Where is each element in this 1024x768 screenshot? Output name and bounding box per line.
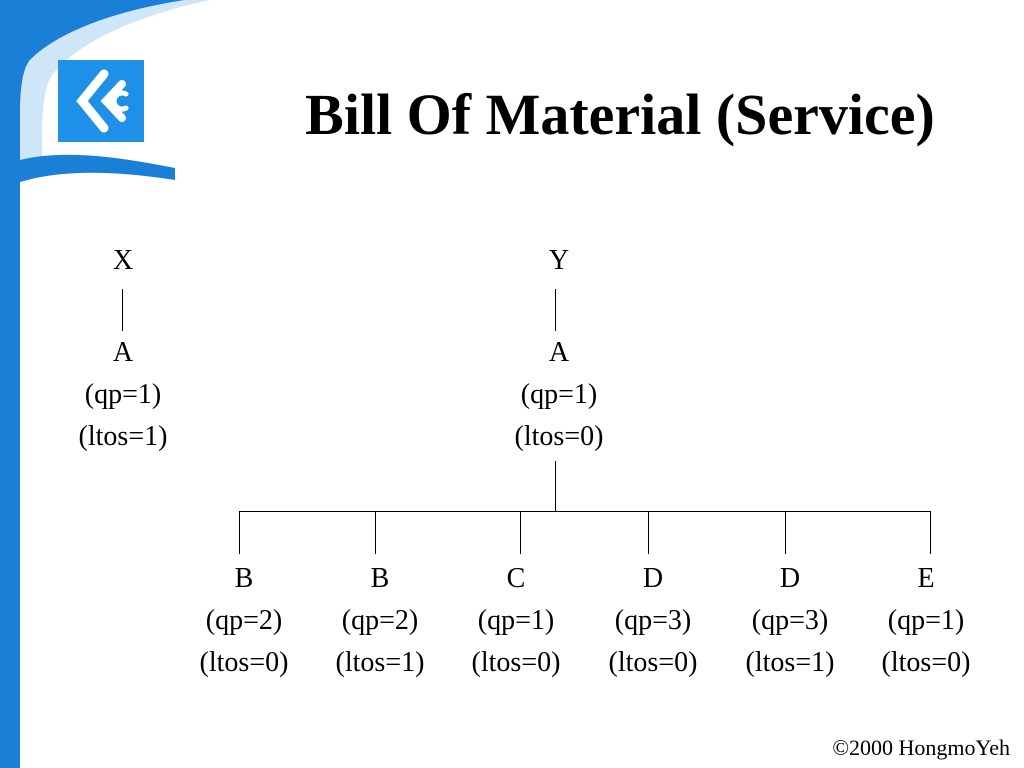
node-ltos: (ltos=1) bbox=[745, 647, 835, 678]
tree-y-root: Y bbox=[479, 240, 639, 282]
copyright-notice: ©2000 HongmoYeh bbox=[832, 735, 1010, 760]
component-node: B (qp=2) (ltos=1) bbox=[300, 558, 460, 684]
node-ltos: (ltos=0) bbox=[199, 647, 289, 678]
node-ltos: (ltos=0) bbox=[514, 421, 604, 452]
branch-drop bbox=[648, 511, 649, 554]
tree-x-root: X bbox=[43, 240, 203, 282]
component-node: C (qp=1) (ltos=0) bbox=[436, 558, 596, 684]
node-qp: (qp=1) bbox=[84, 379, 162, 410]
node-qp: (qp=2) bbox=[205, 605, 283, 636]
node-qp: (qp=1) bbox=[477, 605, 555, 636]
node-qp: (qp=3) bbox=[751, 605, 829, 636]
node-qp: (qp=3) bbox=[614, 605, 692, 636]
node-qp: (qp=1) bbox=[887, 605, 965, 636]
node-ltos: (ltos=0) bbox=[471, 647, 561, 678]
node-name: C bbox=[506, 563, 526, 594]
branch-drop bbox=[930, 511, 931, 554]
component-node: B (qp=2) (ltos=0) bbox=[164, 558, 324, 684]
slide-title: Bill Of Material (Service) bbox=[305, 82, 935, 147]
node-name: D bbox=[642, 563, 664, 594]
node-ltos: (ltos=1) bbox=[335, 647, 425, 678]
node-ltos: (ltos=0) bbox=[608, 647, 698, 678]
node-name: Y bbox=[548, 245, 570, 276]
component-node: E (qp=1) (ltos=0) bbox=[846, 558, 1006, 684]
tree-x-child: A (qp=1) (ltos=1) bbox=[43, 332, 203, 458]
node-name: B bbox=[234, 563, 254, 594]
node-name: D bbox=[779, 563, 801, 594]
branch-drop bbox=[520, 511, 521, 554]
node-name: A bbox=[548, 337, 570, 368]
node-name: A bbox=[112, 337, 134, 368]
branch-drop bbox=[375, 511, 376, 554]
component-node: D (qp=3) (ltos=0) bbox=[573, 558, 733, 684]
tree-y-link bbox=[555, 289, 556, 331]
tree-y-child: A (qp=1) (ltos=0) bbox=[479, 332, 639, 458]
node-qp: (qp=1) bbox=[520, 379, 598, 410]
branch-drop bbox=[239, 511, 240, 554]
double-chevron-logo-icon bbox=[76, 69, 129, 133]
tree-x-link bbox=[122, 289, 123, 331]
branch-drop bbox=[785, 511, 786, 554]
node-ltos: (ltos=0) bbox=[881, 647, 971, 678]
node-qp: (qp=2) bbox=[341, 605, 419, 636]
sidebar-swoosh bbox=[20, 154, 175, 182]
node-name: E bbox=[917, 563, 935, 594]
component-node: D (qp=3) (ltos=1) bbox=[710, 558, 870, 684]
node-name: B bbox=[370, 563, 390, 594]
sidebar-highlight bbox=[20, 0, 210, 170]
node-ltos: (ltos=1) bbox=[78, 421, 168, 452]
sidebar-band bbox=[0, 0, 185, 768]
branch-bar bbox=[239, 511, 931, 512]
branch-trunk bbox=[555, 461, 556, 511]
node-name: X bbox=[112, 245, 134, 276]
